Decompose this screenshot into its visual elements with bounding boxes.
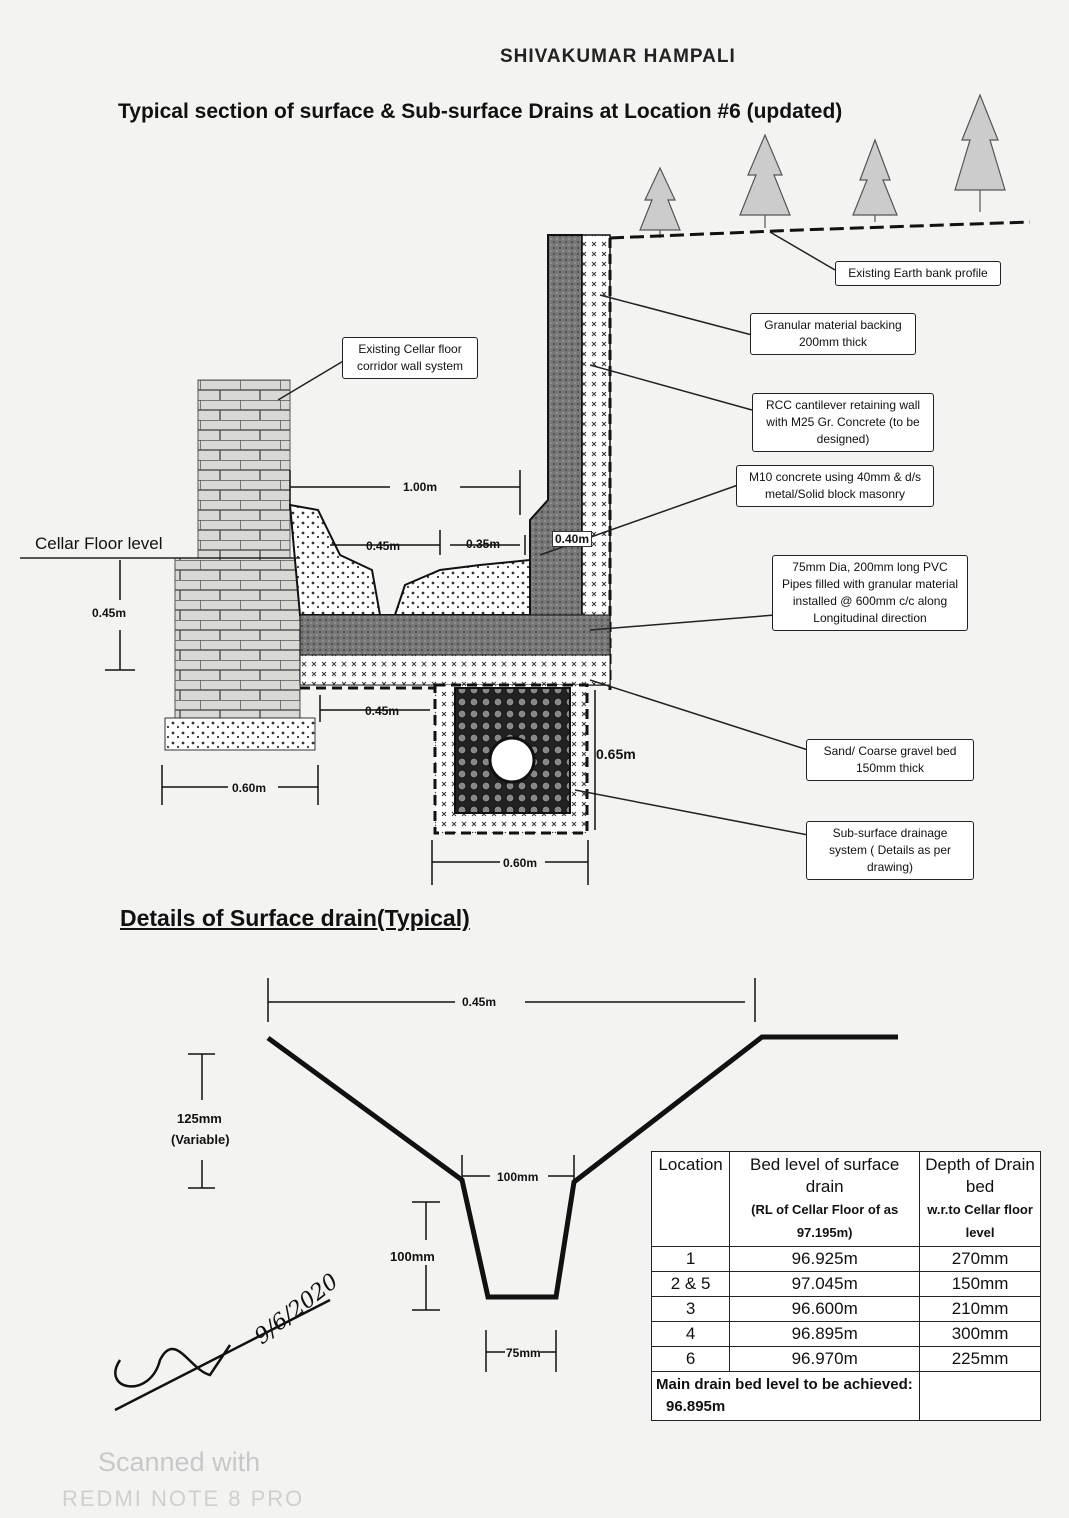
detail-channel-depth: 100mm bbox=[390, 1249, 435, 1264]
drain-pipe bbox=[488, 736, 536, 784]
rcc-retaining-wall bbox=[529, 234, 583, 653]
watermark-line1: Scanned with bbox=[98, 1447, 261, 1477]
table-row: 6 96.970m 225mm bbox=[650, 1346, 1041, 1372]
label-earth-bank: Existing Earth bank profile bbox=[835, 261, 1001, 286]
cellar-wall bbox=[197, 379, 291, 559]
label-rcc-wall: RCC cantilever retaining wall with M25 G… bbox=[752, 393, 934, 452]
note-label: Main drain bed level to be achieved: bbox=[656, 1376, 913, 1393]
label-subsurface: Sub-surface drainage system ( Details as… bbox=[806, 821, 974, 880]
watermark-line2: REDMI NOTE 8 PRO bbox=[62, 1486, 305, 1511]
label-cellar-wall: Existing Cellar floor corridor wall syst… bbox=[342, 337, 478, 379]
cellar-floor-level: Cellar Floor level bbox=[35, 534, 163, 553]
table-row: 3 96.600m 210mm bbox=[650, 1296, 1041, 1322]
th-bed-level: Bed level of surface drain (RL of Cellar… bbox=[729, 1151, 921, 1247]
dim-0-45-level: 0.45m bbox=[92, 606, 127, 620]
detail-bottom-width: 75mm bbox=[506, 1346, 541, 1360]
note-value: 96.895m bbox=[666, 1398, 726, 1415]
th-location: Location bbox=[650, 1151, 731, 1247]
surface-drain-fill bbox=[288, 503, 531, 616]
detail-depth-top: 125mm bbox=[177, 1111, 222, 1126]
label-pvc-pipes: 75mm Dia, 200mm long PVC Pipes filled wi… bbox=[772, 555, 968, 631]
dim-0-45-offset: 0.45m bbox=[365, 704, 400, 718]
tree-icon bbox=[639, 93, 1006, 238]
table-row: 4 96.895m 300mm bbox=[650, 1321, 1041, 1347]
author-name: SHIVAKUMAR HAMPALI bbox=[500, 46, 736, 67]
table-row: 1 96.925m 270mm bbox=[650, 1246, 1041, 1272]
detail-depth-note: (Variable) bbox=[171, 1132, 230, 1147]
table-note-row: Main drain bed level to be achieved: 96.… bbox=[650, 1371, 1041, 1421]
dim-0-45-left: 0.45m bbox=[366, 539, 401, 553]
dim-1-00: 1.00m bbox=[403, 480, 438, 494]
m10-concrete bbox=[299, 614, 611, 656]
dim-0-40: 0.40m bbox=[552, 531, 593, 547]
signature-mark bbox=[114, 1298, 331, 1412]
location-table: Location Bed level of surface drain (RL … bbox=[650, 1151, 1041, 1421]
detail-title: Details of Surface drain(Typical) bbox=[120, 905, 470, 931]
label-sand-bed: Sand/ Coarse gravel bed 150mm thick bbox=[806, 739, 974, 781]
dim-0-35: 0.35m bbox=[466, 537, 501, 551]
dim-0-60-left: 0.60m bbox=[232, 781, 267, 795]
detail-mid-width: 100mm bbox=[497, 1170, 539, 1184]
earth-bank-profile bbox=[609, 220, 1031, 240]
th-depth: Depth of Drain bed w.r.to Cellar floor l… bbox=[919, 1151, 1041, 1247]
detail-top-width: 0.45m bbox=[462, 995, 497, 1009]
dim-0-65: 0.65m bbox=[596, 746, 636, 762]
sand-bed bbox=[299, 654, 611, 686]
table-row: 2 & 5 97.045m 150mm bbox=[650, 1271, 1041, 1297]
dim-0-60-trench: 0.60m bbox=[503, 856, 538, 870]
drawing-title: Typical section of surface & Sub-surface… bbox=[118, 100, 843, 123]
label-granular: Granular material backing 200mm thick bbox=[750, 313, 916, 355]
label-m10: M10 concrete using 40mm & d/s metal/Soli… bbox=[736, 465, 934, 507]
